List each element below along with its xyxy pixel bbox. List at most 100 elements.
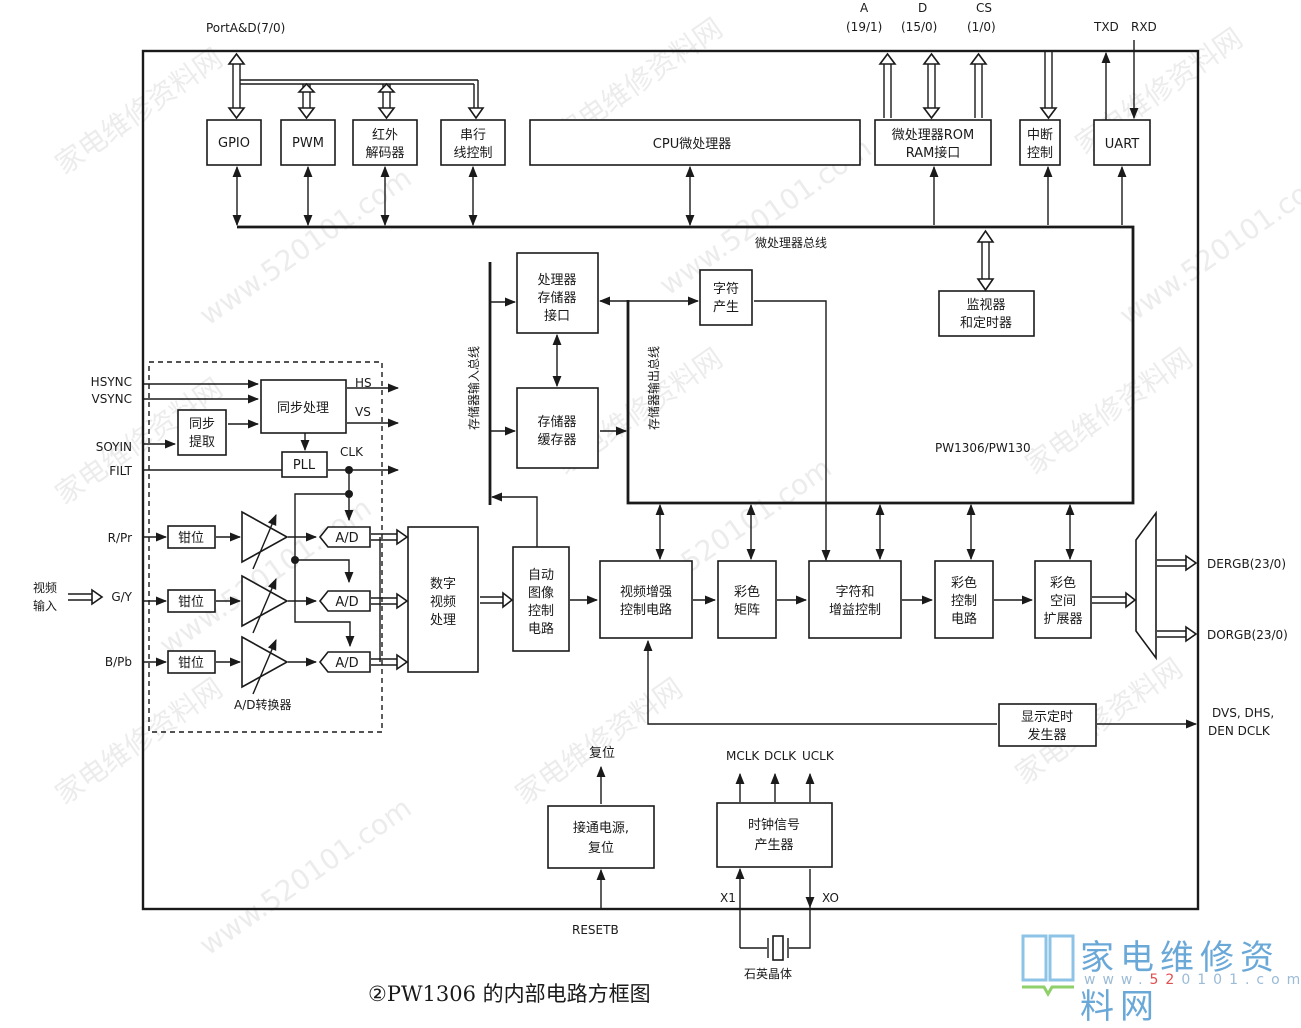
svg-text:自动: 自动 xyxy=(528,568,554,583)
svg-text:PLL: PLL xyxy=(293,458,316,473)
pin-b-pb: B/Pb xyxy=(105,655,132,669)
video-in-label-2: 输入 xyxy=(33,598,57,613)
mem-buffer-block: 存储器 缓存器 xyxy=(516,387,599,469)
svg-text:监视器: 监视器 xyxy=(966,298,1005,313)
vs-label: VS xyxy=(355,405,371,419)
ad-output-bus xyxy=(371,528,409,546)
port-asd-bus xyxy=(227,52,485,120)
svg-text:A/D: A/D xyxy=(335,656,358,671)
svg-text:缓存器: 缓存器 xyxy=(537,433,576,448)
svg-text:存储器: 存储器 xyxy=(537,415,576,430)
char-gain-block: 字符和 增益控制 xyxy=(808,560,902,639)
serial-control-block: 串行 线控制 xyxy=(440,119,506,166)
svg-text:视频增强: 视频增强 xyxy=(620,585,672,600)
ad-output-bus xyxy=(371,592,409,610)
svg-text:接口: 接口 xyxy=(544,308,570,324)
ad-converter-block: A/D xyxy=(318,651,371,673)
clamp-block: 钳位 xyxy=(167,650,216,674)
hs-label: HS xyxy=(355,376,372,390)
svg-text:CPU微处理器: CPU微处理器 xyxy=(653,137,731,152)
char-gen-link xyxy=(754,300,831,562)
clamp-block: 钳位 xyxy=(167,525,216,549)
svg-text:控制: 控制 xyxy=(951,594,977,609)
svg-text:存储器: 存储器 xyxy=(537,291,576,306)
pin-x0: XO xyxy=(822,891,839,905)
interrupt-control-block: 中断 控制 xyxy=(1019,119,1061,166)
color-matrix-block: 彩色 矩阵 xyxy=(717,560,777,639)
svg-text:电路: 电路 xyxy=(951,611,977,627)
svg-text:红外: 红外 xyxy=(372,127,398,143)
gpio-block: GPIO xyxy=(206,119,262,166)
clock-out-lines xyxy=(735,772,815,802)
svg-text:控制: 控制 xyxy=(528,604,554,619)
svg-text:矩阵: 矩阵 xyxy=(734,603,760,618)
video-in-label-1: 视频 xyxy=(33,580,57,595)
svg-text:复位: 复位 xyxy=(588,841,614,856)
svg-text:接通电源,: 接通电源, xyxy=(573,820,629,836)
variable-amplifier xyxy=(241,635,289,695)
svg-text:字符和: 字符和 xyxy=(835,584,874,600)
svg-text:A/D: A/D xyxy=(335,595,358,610)
svg-text:增益控制: 增益控制 xyxy=(829,603,881,618)
ad-converter-block: A/D xyxy=(318,590,371,612)
svg-text:处理器: 处理器 xyxy=(537,273,576,288)
pin-r-pr: R/Pr xyxy=(108,531,132,545)
out-timing-2: DEN DCLK xyxy=(1208,724,1271,738)
svg-text:钳位: 钳位 xyxy=(178,656,204,671)
pwm-block: PWM xyxy=(280,119,336,166)
watchdog-block: 监视器 和定时器 xyxy=(938,290,1035,337)
display-timing-block: 显示定时 发生器 xyxy=(998,703,1097,747)
out-dergb: DERGB(23/0) xyxy=(1207,557,1286,571)
svg-text:彩色: 彩色 xyxy=(951,575,977,591)
ir-decoder-block: 红外 解码器 xyxy=(352,119,418,166)
ad-converter-label: A/D转换器 xyxy=(234,697,292,712)
clk-label: CLK xyxy=(340,445,364,459)
mem-in-bus-label: 存储器输入总线 xyxy=(466,346,481,430)
reset-out-label: 复位 xyxy=(589,746,615,761)
output-mux xyxy=(1092,510,1198,661)
pin-addr-name: A xyxy=(860,1,869,15)
timing-feedback-line xyxy=(643,639,997,725)
svg-text:和定时器: 和定时器 xyxy=(960,316,1012,331)
pin-rxd: RXD xyxy=(1131,20,1157,34)
channel-r: 钳位 A/D xyxy=(143,510,409,570)
svg-text:串行: 串行 xyxy=(460,128,486,143)
svg-text:显示定时: 显示定时 xyxy=(1021,710,1073,725)
variable-amplifier xyxy=(241,574,289,634)
crystal-label: 石英晶体 xyxy=(744,967,792,981)
mem-links xyxy=(491,296,700,436)
pin-data-name: D xyxy=(918,1,927,15)
svg-text:提取: 提取 xyxy=(189,434,215,450)
digital-video-block: 数字 视频 处理 xyxy=(407,526,479,673)
pin-g-y: G/Y xyxy=(111,590,132,604)
pin-x1: X1 xyxy=(720,891,736,905)
cpu-block: CPU微处理器 xyxy=(529,119,861,166)
svg-text:数字: 数字 xyxy=(430,577,456,592)
pin-data-bits: (15/0) xyxy=(901,20,937,34)
ad-output-bus xyxy=(371,653,409,671)
svg-text:钳位: 钳位 xyxy=(178,531,204,546)
figure-caption: ②PW1306 的内部电路方框图 xyxy=(368,982,651,1006)
svg-text:A/D: A/D xyxy=(335,531,358,546)
pin-cs-bits: (1/0) xyxy=(967,20,996,34)
channel-b: 钳位 A/D xyxy=(143,635,409,695)
svg-text:解码器: 解码器 xyxy=(365,146,404,161)
rom-ram-interface-block: 微处理器ROM RAM接口 xyxy=(874,119,992,166)
svg-text:时钟信号: 时钟信号 xyxy=(748,817,800,833)
svg-text:发生器: 发生器 xyxy=(1027,727,1066,743)
pin-cs-name: CS xyxy=(976,1,992,15)
pin-hsync: HSYNC xyxy=(91,375,132,389)
clock-distribution xyxy=(291,466,355,648)
variable-amplifier xyxy=(241,510,289,570)
dclk-label: DCLK xyxy=(764,749,797,763)
pin-filt: FILT xyxy=(109,464,132,478)
svg-text:微处理器ROM: 微处理器ROM xyxy=(892,128,974,143)
site-logo: 家电维修资料网 www.520101.com xyxy=(1020,928,1300,1027)
sync-lines xyxy=(143,379,400,475)
svg-text:彩色: 彩色 xyxy=(1050,575,1076,591)
color-control-block: 彩色 控制 电路 xyxy=(934,560,994,639)
clock-gen-block: 时钟信号 产生器 xyxy=(716,802,833,868)
svg-text:同步处理: 同步处理 xyxy=(277,401,329,416)
video-enhance-block: 视频增强 控制电路 xyxy=(599,560,693,639)
auto-to-membus-link xyxy=(490,492,538,547)
